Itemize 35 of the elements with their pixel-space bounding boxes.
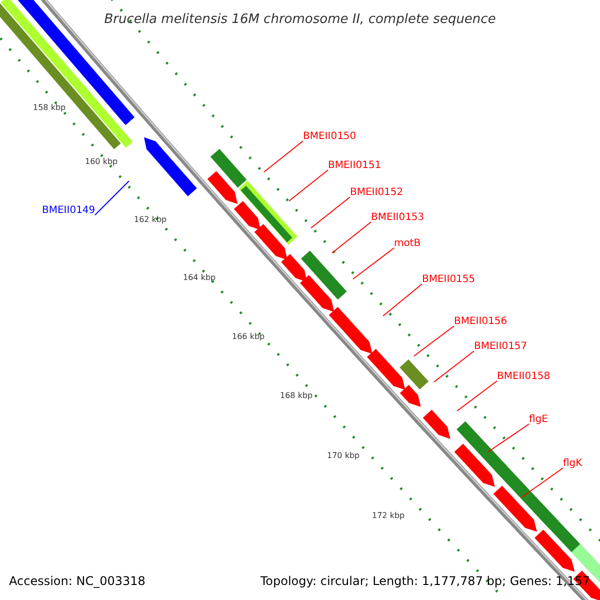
scale-label: 158 kbp	[33, 103, 66, 113]
leader-line	[488, 424, 530, 452]
scale-label: 168 kbp	[280, 391, 313, 401]
scale-label: 160 kbp	[85, 157, 118, 167]
scale-label: 164 kbp	[183, 273, 216, 283]
leader-line	[522, 468, 564, 498]
gene-label: BMEII0152	[350, 187, 404, 199]
leader-line	[310, 196, 350, 228]
map-title: Brucella melitensis 16M chromosome II, complete sequence	[103, 11, 497, 29]
gene-label: BMEII0158	[497, 371, 550, 383]
gene-label: BMEII0155	[422, 274, 476, 286]
gene-label: BMEII0151	[328, 160, 382, 172]
leader-line	[382, 284, 422, 316]
gene-label: motB	[394, 238, 421, 250]
gene-label: BMEII0149	[42, 205, 96, 217]
leader-line	[456, 380, 498, 412]
scale-label: 170 kbp	[327, 451, 360, 461]
leader-line	[434, 350, 474, 382]
gene-label: BMEII0157	[474, 341, 528, 353]
gene-label: BMEII0150	[303, 131, 356, 143]
leader-line	[332, 222, 372, 254]
footer-text: Topology: circular; Length: 1,177,787 bp; Genes: 1,157	[260, 574, 590, 588]
gene-label: BMEII0156	[454, 316, 508, 328]
leader-line	[414, 326, 454, 356]
leader-line	[288, 170, 328, 202]
leader-line	[352, 248, 394, 280]
leader-line	[264, 140, 304, 172]
gene-label: flgE	[529, 414, 548, 426]
leader-line	[94, 180, 130, 216]
scale-label: 166 kbp	[232, 332, 265, 342]
gene-label: flgK	[563, 458, 582, 470]
scale-label: 162 kbp	[134, 215, 167, 225]
footer-text: Accession: NC_003318	[9, 574, 146, 588]
scale-label: 172 kbp	[372, 511, 405, 521]
gene-label: BMEII0153	[371, 212, 424, 224]
